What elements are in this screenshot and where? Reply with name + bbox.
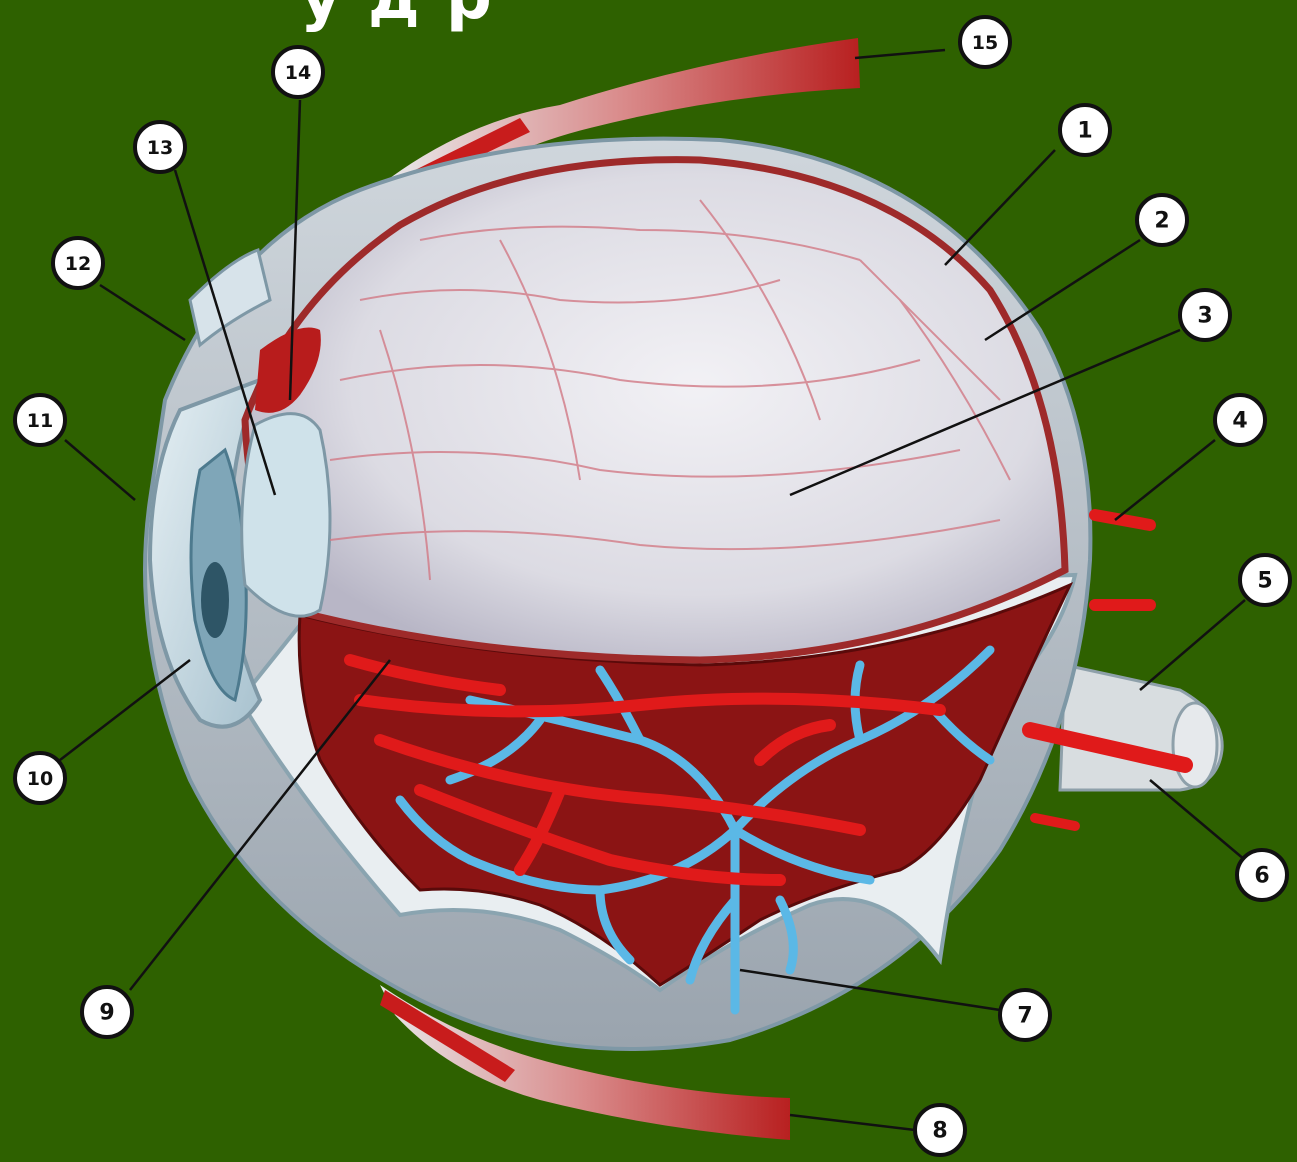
callout-label-8: 8 <box>932 1119 947 1144</box>
lens <box>242 414 330 617</box>
callout-label-13: 13 <box>147 137 173 159</box>
callout-label-1: 1 <box>1077 119 1092 144</box>
callout-label-15: 15 <box>972 32 998 54</box>
callout-label-7: 7 <box>1017 1004 1032 1029</box>
callout-label-10: 10 <box>27 768 53 790</box>
callout-label-3: 3 <box>1197 304 1212 329</box>
callout-label-12: 12 <box>65 253 91 275</box>
callout-label-4: 4 <box>1232 409 1247 434</box>
callout-label-5: 5 <box>1257 569 1272 594</box>
callout-label-14: 14 <box>285 62 311 84</box>
callout-label-6: 6 <box>1254 864 1269 889</box>
callout-label-2: 2 <box>1154 209 1169 234</box>
callout-label-11: 11 <box>27 410 53 432</box>
callout-label-9: 9 <box>99 1001 114 1026</box>
pupil <box>201 562 229 638</box>
